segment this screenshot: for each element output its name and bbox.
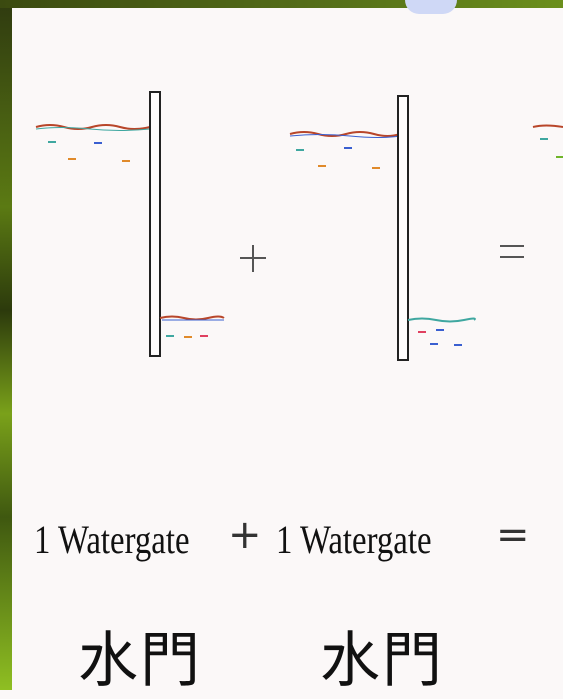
watergate-1 xyxy=(35,91,225,357)
equation-term-2: 1 Watergate xyxy=(276,517,432,562)
slide-top-border xyxy=(0,0,563,8)
water-surface-low-1 xyxy=(159,315,225,321)
water-surface-high-1 xyxy=(35,124,151,130)
caption-watergate-2: 水門 xyxy=(320,626,444,696)
diagram-plus xyxy=(240,245,266,272)
slide-left-border xyxy=(0,0,12,690)
equation-term-1: 1 Watergate xyxy=(34,517,190,562)
equation-plus: + xyxy=(228,512,262,558)
watergate-diagram xyxy=(35,91,563,361)
caption-watergate-1: 水門 xyxy=(78,626,202,696)
watergate-2 xyxy=(289,95,476,361)
equation-equals: = xyxy=(496,512,530,558)
water-surface-high-2 xyxy=(289,131,401,137)
diagram-equals xyxy=(500,245,524,258)
gate-wall-2 xyxy=(397,95,409,361)
decorative-blob xyxy=(405,0,457,14)
water-surface-low-2 xyxy=(407,317,476,323)
watergate-3-partial xyxy=(532,124,563,158)
gate-wall-1 xyxy=(149,91,161,357)
